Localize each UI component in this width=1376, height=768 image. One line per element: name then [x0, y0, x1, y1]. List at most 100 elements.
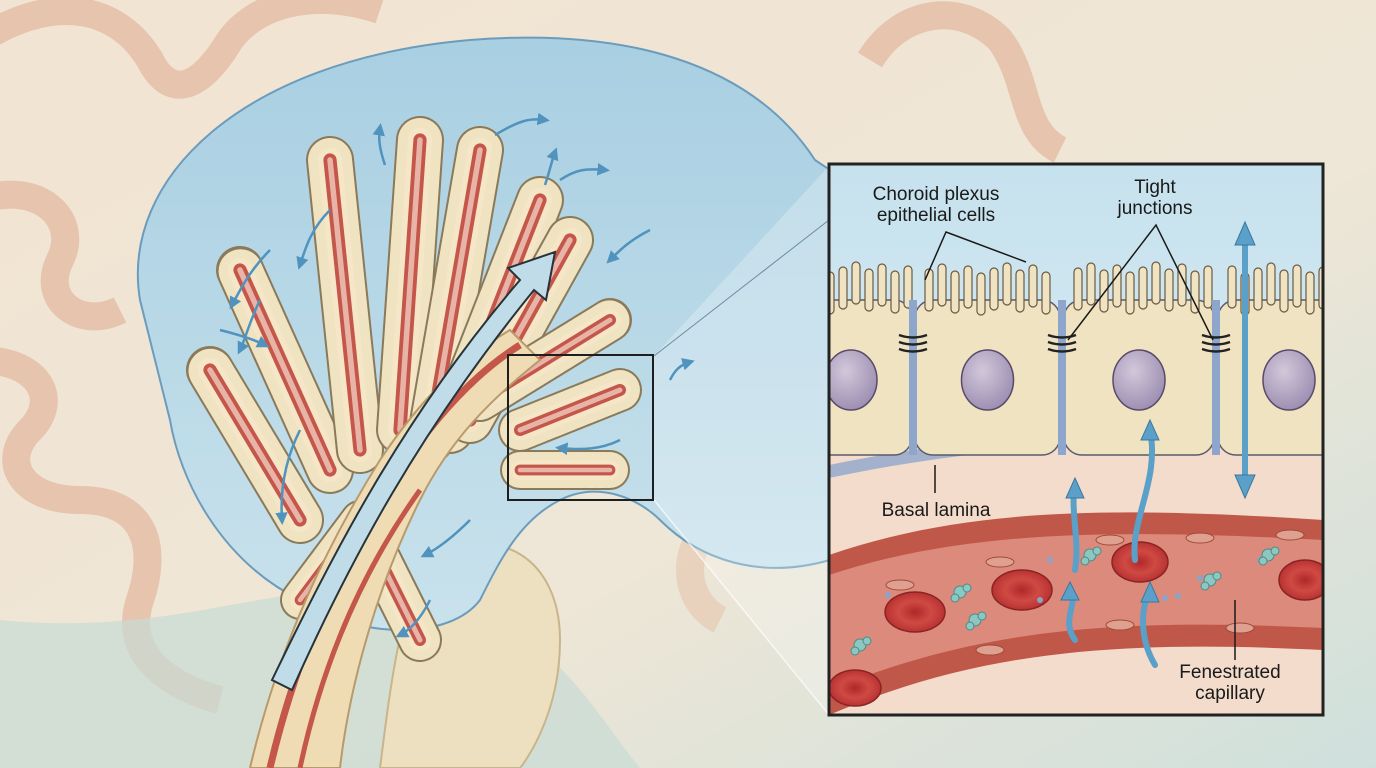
plasma-protein [950, 583, 972, 603]
projection-line-top [653, 219, 830, 357]
villus-vessel-lumen [397, 137, 423, 433]
microvillus [1292, 264, 1302, 308]
plasma-protein [965, 611, 987, 631]
protein-subunit [962, 583, 972, 593]
tight-junction-strand [1201, 333, 1231, 339]
microvillus [937, 263, 947, 307]
plasma-particle [1175, 593, 1181, 599]
microvillus [1041, 271, 1051, 315]
label-epithelial-cells: Choroid plexus epithelial cells [872, 184, 1000, 226]
tight-junction-strand [1201, 347, 1231, 353]
flow-arrow [494, 112, 550, 137]
red-blood-cell [1111, 541, 1169, 583]
microvillus [1203, 265, 1213, 309]
intercellular-space [1058, 300, 1066, 455]
flow-arrow [420, 519, 471, 558]
capillary-lumen [829, 534, 1323, 690]
microvillus [838, 266, 848, 310]
intercellular-space [1212, 300, 1220, 455]
flow-arrow [559, 163, 610, 182]
microvillus [1151, 261, 1161, 305]
microvillus [1266, 262, 1276, 306]
villus [376, 116, 444, 454]
flow-arrow [395, 599, 432, 638]
villus-vessel-lumen [207, 367, 303, 523]
label-tight-junctions: Tight junctions [1117, 177, 1193, 219]
red-blood-cell [1278, 559, 1323, 601]
microvillus [1305, 271, 1315, 315]
endothelial-nucleus [985, 556, 1015, 568]
inset-panel [829, 164, 1323, 715]
flow-arrow [372, 123, 387, 166]
microvillus [1190, 270, 1200, 314]
microvillus [877, 263, 887, 307]
microvillus [1015, 269, 1025, 313]
flow-arrow [543, 147, 559, 186]
leader-lines [924, 223, 1236, 660]
endothelial-nucleus [1225, 622, 1255, 634]
flow-arrow [606, 228, 651, 264]
endothelial-nucleus [1105, 619, 1135, 631]
inset-border [827, 162, 1325, 717]
main-vessel-2 [297, 488, 423, 768]
flow-arrow [555, 438, 621, 455]
villus-vessel-lumen [237, 267, 333, 473]
protein-subunit [1080, 556, 1090, 566]
tight-junction-strand [1047, 333, 1077, 339]
microvillus [963, 265, 973, 309]
tight-junction-strand [898, 347, 928, 353]
red-blood-cell [829, 669, 882, 707]
label-fenestrated-capillary: Fenestrated capillary [1179, 662, 1281, 704]
nucleus [960, 349, 1015, 411]
flow-arrow [237, 299, 262, 355]
endothelial-nucleus [1185, 532, 1215, 544]
villus-vessel-lumen [327, 157, 363, 453]
tight-junction-strand [898, 340, 928, 346]
transport-arrow-2 [1131, 427, 1156, 563]
villus [186, 346, 324, 544]
endothelial-nucleus [975, 644, 1005, 656]
microvillus [1279, 269, 1289, 313]
protein-subunit [950, 593, 960, 603]
microvillus [1138, 266, 1148, 310]
microvillus [890, 270, 900, 314]
villus-vessel-lumen [517, 387, 623, 433]
microvillus [950, 270, 960, 314]
protein-subunit [965, 621, 975, 631]
microvillus [924, 268, 934, 312]
villus [216, 246, 354, 494]
microvillus [989, 267, 999, 311]
tight-junction-strand [1201, 340, 1231, 346]
flow-arrow [296, 209, 331, 270]
red-blood-cell [991, 569, 1053, 611]
villus [306, 136, 384, 474]
protein-subunit [1258, 556, 1268, 566]
protein-subunit [850, 646, 860, 656]
microvillus [1125, 271, 1135, 315]
plasma-particle [885, 592, 891, 598]
plasma-protein [850, 636, 872, 656]
microvillus [1086, 262, 1096, 306]
nucleus [1112, 349, 1166, 411]
microvillus [1073, 267, 1083, 311]
protein-subunit [1212, 571, 1222, 581]
flow-arrow [229, 249, 271, 310]
villus [498, 368, 642, 452]
protein-subunit [862, 636, 872, 646]
flow-arrow [668, 358, 695, 381]
zoom-box [507, 354, 654, 501]
protein-subunit [977, 611, 987, 621]
microvillus [1028, 264, 1038, 308]
projection-line-bottom [653, 499, 830, 716]
tight-junction-strand [1047, 340, 1077, 346]
endothelial-nucleus [885, 579, 915, 591]
plasma-particle [1037, 597, 1043, 603]
microvillus [864, 268, 874, 312]
endothelial-nucleus [1095, 534, 1125, 546]
endothelial-nucleus [1275, 529, 1305, 541]
plasma-particle [1047, 557, 1053, 563]
tight-junction-strand [898, 333, 928, 339]
microvillus [1164, 268, 1174, 312]
plasma-particle [1197, 575, 1203, 581]
